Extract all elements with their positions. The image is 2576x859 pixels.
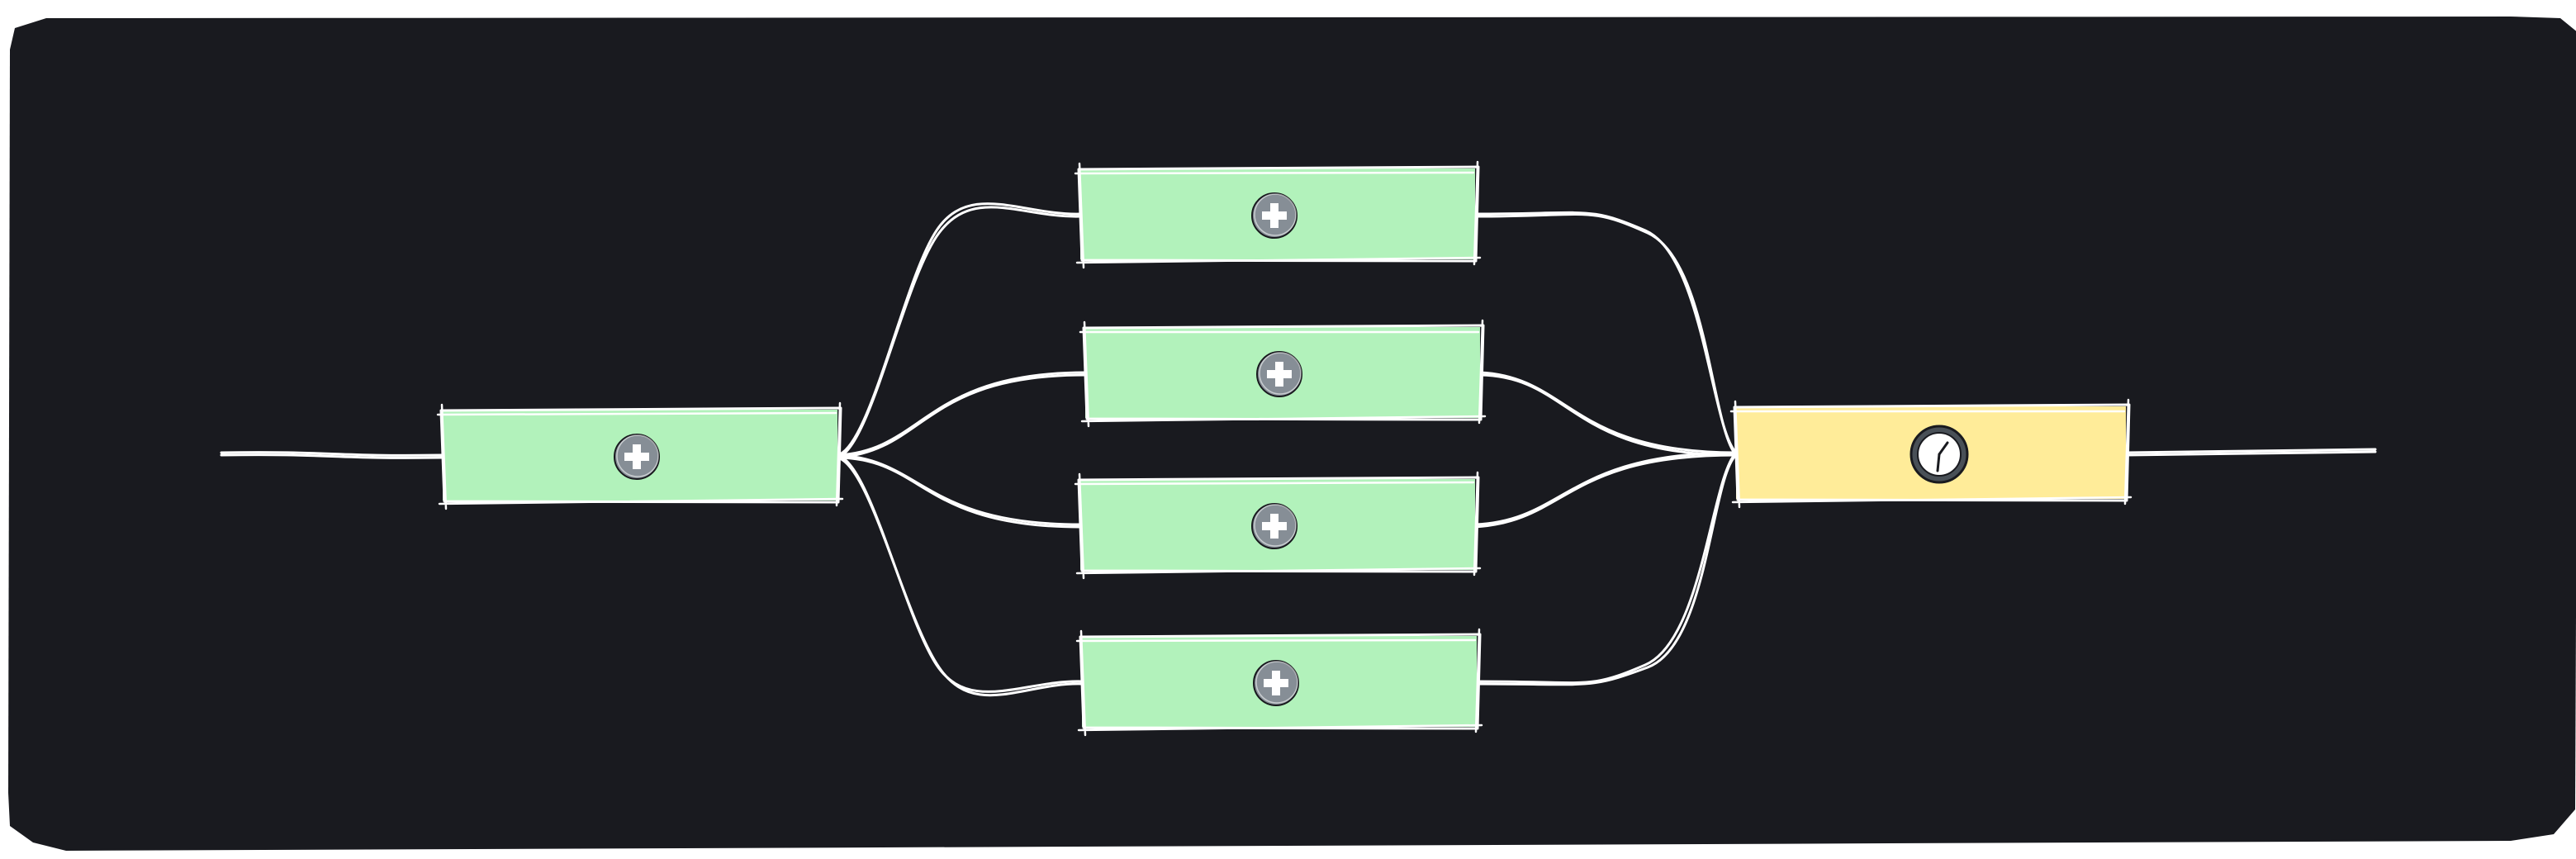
plus-icon-sketch bbox=[1254, 193, 1297, 236]
parallel-task-4-node[interactable] bbox=[1075, 628, 1483, 737]
parallel-task-3-border-sketch bbox=[1074, 471, 1482, 580]
timer-task-node[interactable] bbox=[1729, 398, 2132, 509]
connector-start-task-to-parallel-task-3 bbox=[836, 453, 1082, 529]
connector-stroke bbox=[836, 206, 1082, 459]
parallel-task-4-border-sketch bbox=[1075, 628, 1483, 737]
clock-icon bbox=[1909, 425, 1969, 484]
plus-icon-hbar bbox=[624, 453, 649, 461]
connector-stroke bbox=[1473, 451, 1738, 526]
parallel-task-4-border bbox=[1079, 633, 1482, 730]
connector-parallel-task-4-to-timer-task bbox=[1475, 451, 1738, 686]
connector-timer-task-to-output bbox=[2124, 448, 2377, 457]
connector-stroke bbox=[836, 456, 1082, 529]
plus-icon bbox=[614, 434, 660, 480]
plus-icon-sketch bbox=[1255, 661, 1298, 704]
plus-icon bbox=[1253, 660, 1299, 706]
connector-stroke bbox=[1478, 371, 1738, 454]
plus-icon-hbar bbox=[1262, 522, 1287, 530]
background-panel bbox=[8, 17, 2576, 851]
connector-stroke bbox=[1473, 212, 1738, 457]
connector-stroke bbox=[836, 371, 1087, 457]
parallel-task-2-node[interactable] bbox=[1079, 319, 1487, 428]
start-task-node[interactable] bbox=[436, 401, 844, 510]
plus-icon-hbar bbox=[1264, 679, 1288, 687]
plus-icon-hbar bbox=[1262, 211, 1287, 220]
connector-input-to-start-task bbox=[220, 451, 444, 459]
parallel-task-1-border-sketch bbox=[1074, 160, 1482, 269]
connector-stroke bbox=[1478, 373, 1738, 457]
timer-task-border-sketch bbox=[1729, 398, 2132, 509]
plus-icon-sketch bbox=[616, 434, 659, 477]
connector-stroke bbox=[1473, 453, 1738, 529]
plus-icon-sketch bbox=[1259, 352, 1302, 395]
connector-stroke bbox=[2124, 450, 2377, 457]
connector-parallel-task-1-to-timer-task bbox=[1473, 211, 1738, 457]
parallel-task-2-border bbox=[1082, 324, 1485, 421]
connector-stroke bbox=[1475, 453, 1738, 686]
plus-icon bbox=[1251, 192, 1297, 239]
connector-stroke bbox=[836, 456, 1084, 697]
plus-icon-hbar bbox=[1267, 370, 1292, 378]
connector-parallel-task-3-to-timer-task bbox=[1473, 451, 1738, 529]
connector-stroke bbox=[220, 453, 444, 459]
nodes-layer bbox=[436, 160, 2132, 737]
parallel-task-3-node[interactable] bbox=[1074, 471, 1482, 580]
start-task-border-sketch bbox=[436, 401, 844, 510]
parallel-task-1-border bbox=[1077, 165, 1480, 263]
timer-task-border bbox=[1733, 403, 2131, 502]
connector-start-task-to-parallel-task-2 bbox=[836, 371, 1087, 459]
connector-lines bbox=[220, 202, 2377, 697]
connector-stroke bbox=[220, 451, 444, 457]
plus-icon bbox=[1256, 351, 1302, 397]
parallel-task-2-border-sketch bbox=[1079, 319, 1487, 428]
connector-stroke bbox=[836, 373, 1087, 459]
clock-icon-hand-hour bbox=[1938, 441, 1949, 456]
parallel-task-1-node[interactable] bbox=[1074, 160, 1482, 269]
parallel-task-3-border bbox=[1077, 476, 1480, 573]
connector-start-task-to-parallel-task-4 bbox=[836, 453, 1084, 697]
start-task-border bbox=[439, 406, 842, 504]
clock-icon-hand-minute bbox=[1936, 453, 1941, 472]
connector-start-task-to-parallel-task-1 bbox=[836, 202, 1082, 459]
connector-stroke bbox=[836, 453, 1082, 526]
connector-stroke bbox=[1475, 451, 1738, 685]
connector-parallel-task-2-to-timer-task bbox=[1478, 371, 1738, 457]
plus-icon-sketch bbox=[1254, 504, 1297, 547]
connector-stroke bbox=[2124, 448, 2377, 454]
plus-icon bbox=[1251, 503, 1297, 549]
